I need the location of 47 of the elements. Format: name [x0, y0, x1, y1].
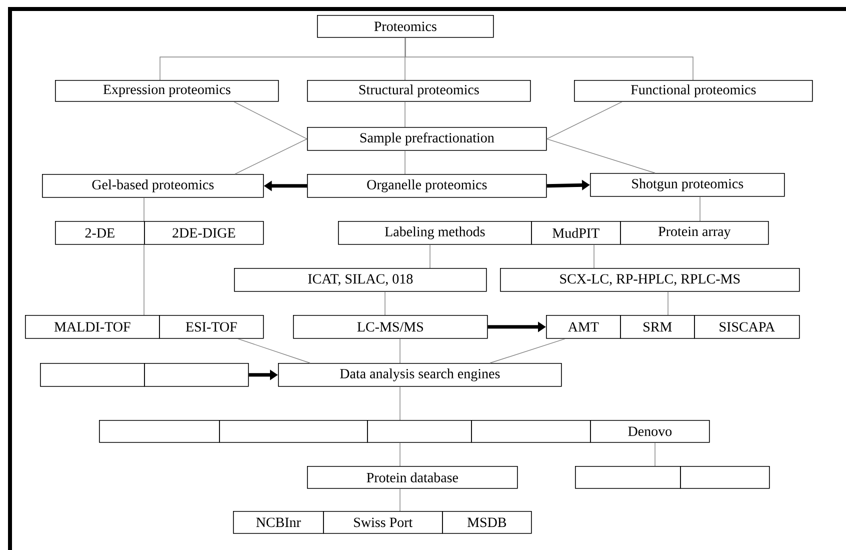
- connector-line: [546, 138, 656, 174]
- process-box: ICAT, SILAC, 018: [234, 268, 487, 292]
- process-box: Labeling methods: [338, 221, 532, 245]
- process-box: MudPIT: [531, 221, 621, 245]
- empty-box: [680, 466, 770, 489]
- process-box: LC-MS/MS: [293, 315, 488, 339]
- empty-box: [367, 420, 472, 443]
- process-box: NCBInr: [233, 511, 324, 534]
- process-box: SCX-LC, RP-HPLC, RPLC-MS: [500, 268, 800, 292]
- connector-line: [404, 37, 406, 80]
- process-box: AMT: [546, 315, 621, 339]
- connector-line: [384, 291, 386, 316]
- empty-box: [99, 420, 220, 443]
- process-box: Shotgun proteomics: [590, 173, 785, 197]
- empty-box: [40, 363, 145, 387]
- connector-line: [405, 37, 694, 80]
- process-box: ESI-TOF: [159, 315, 264, 339]
- process-box: Expression proteomics: [55, 80, 279, 102]
- process-box: Swiss Port: [323, 511, 443, 534]
- connector-line: [654, 442, 656, 466]
- connector-line: [490, 338, 566, 364]
- process-box: SISCAPA: [694, 315, 800, 339]
- empty-box: [471, 420, 591, 443]
- connector-line: [546, 101, 622, 140]
- process-box: MSDB: [442, 511, 532, 534]
- empty-box: [144, 363, 249, 387]
- process-box: Protein array: [620, 221, 769, 245]
- process-box: MALDI-TOF: [25, 315, 160, 339]
- process-box: Organelle proteomics: [307, 174, 547, 198]
- process-box: Data analysis search engines: [278, 363, 562, 387]
- connector-line: [234, 101, 308, 140]
- process-box: 2-DE: [55, 221, 145, 245]
- process-box: Protein database: [307, 466, 518, 489]
- connector-line: [404, 150, 406, 174]
- process-box: Denovo: [590, 420, 710, 443]
- connector-line: [238, 338, 310, 364]
- process-box: Proteomics: [317, 15, 494, 38]
- empty-box: [219, 420, 368, 443]
- connector-line: [404, 101, 406, 128]
- connector-line: [234, 138, 308, 174]
- process-box: Structural proteomics: [307, 80, 531, 102]
- process-box: SRM: [620, 315, 695, 339]
- process-box: Functional proteomics: [574, 80, 813, 102]
- process-box: Sample prefractionation: [307, 127, 547, 151]
- empty-box: [575, 466, 681, 489]
- process-box: Gel-based proteomics: [42, 174, 264, 198]
- process-box: 2DE-DIGE: [144, 221, 264, 245]
